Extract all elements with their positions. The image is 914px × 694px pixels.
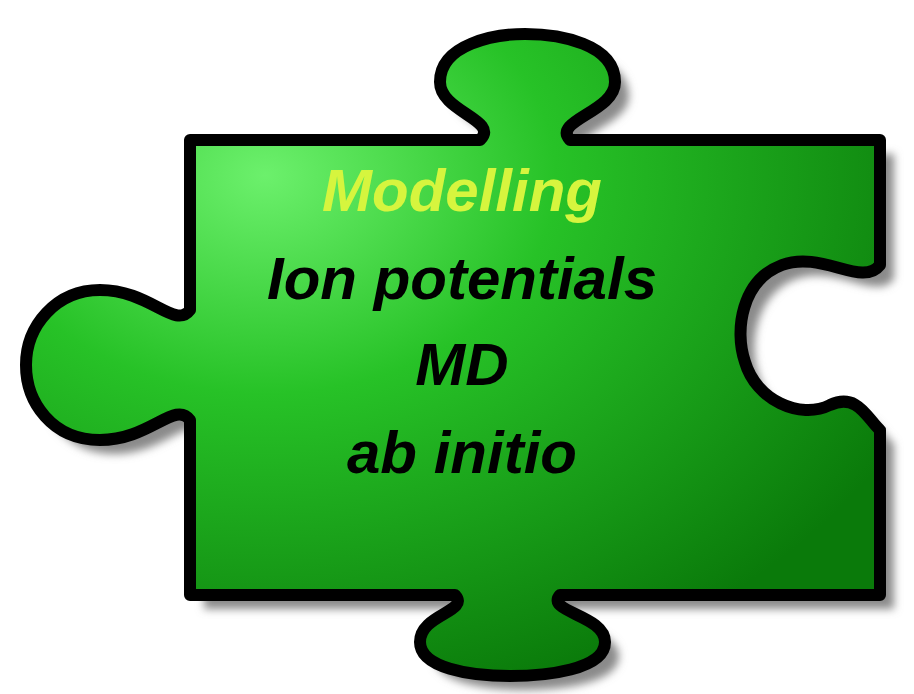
puzzle-shape [26, 34, 880, 676]
list-item: MD [415, 332, 508, 398]
list-item: ab initio [347, 420, 577, 486]
heading-text: Modelling [322, 158, 602, 224]
list-item: Ion potentials [267, 246, 657, 312]
